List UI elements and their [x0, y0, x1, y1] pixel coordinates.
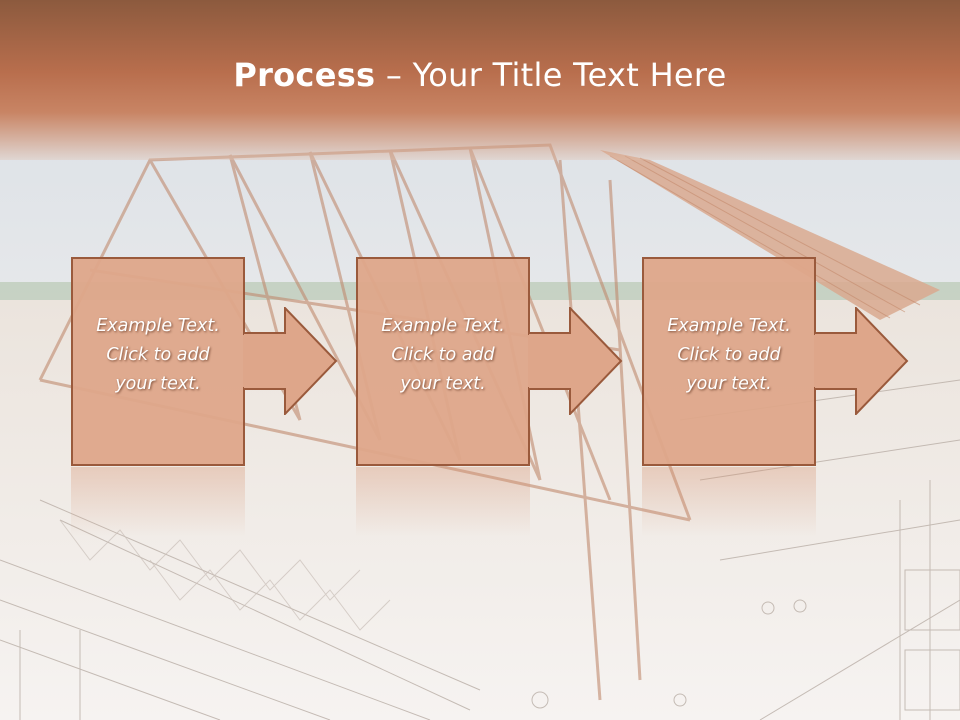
- step-3-text: Example Text. Click to add your text.: [642, 312, 816, 399]
- step-3-line-1: Example Text.: [667, 316, 791, 336]
- title-band: [0, 0, 960, 160]
- step-2-line-3: your text.: [400, 374, 486, 394]
- step-1-line-2: Click to add: [106, 345, 210, 365]
- step-1-line-1: Example Text.: [96, 316, 220, 336]
- step-2-arrow: [528, 307, 623, 415]
- process-step-3[interactable]: Example Text. Click to add your text.: [642, 257, 816, 466]
- step-3-box: [642, 257, 816, 466]
- step-1-arrow: [243, 307, 338, 415]
- step-2-line-2: Click to add: [391, 345, 495, 365]
- step-3-reflection: [642, 467, 816, 537]
- step-2-text: Example Text. Click to add your text.: [356, 312, 530, 399]
- step-2-line-1: Example Text.: [381, 316, 505, 336]
- step-1-text: Example Text. Click to add your text.: [71, 312, 245, 399]
- title-bold: Process: [233, 56, 376, 94]
- step-1-reflection: [71, 467, 245, 537]
- process-step-1[interactable]: Example Text. Click to add your text.: [71, 257, 245, 466]
- title-rest: – Your Title Text Here: [375, 56, 727, 94]
- step-3-arrow: [814, 307, 909, 415]
- step-3-line-2: Click to add: [677, 345, 781, 365]
- slide-title[interactable]: Process – Your Title Text Here: [0, 56, 960, 94]
- step-3-line-3: your text.: [686, 374, 772, 394]
- process-step-2[interactable]: Example Text. Click to add your text.: [356, 257, 530, 466]
- step-1-line-3: your text.: [115, 374, 201, 394]
- step-1-box: [71, 257, 245, 466]
- step-2-reflection: [356, 467, 530, 537]
